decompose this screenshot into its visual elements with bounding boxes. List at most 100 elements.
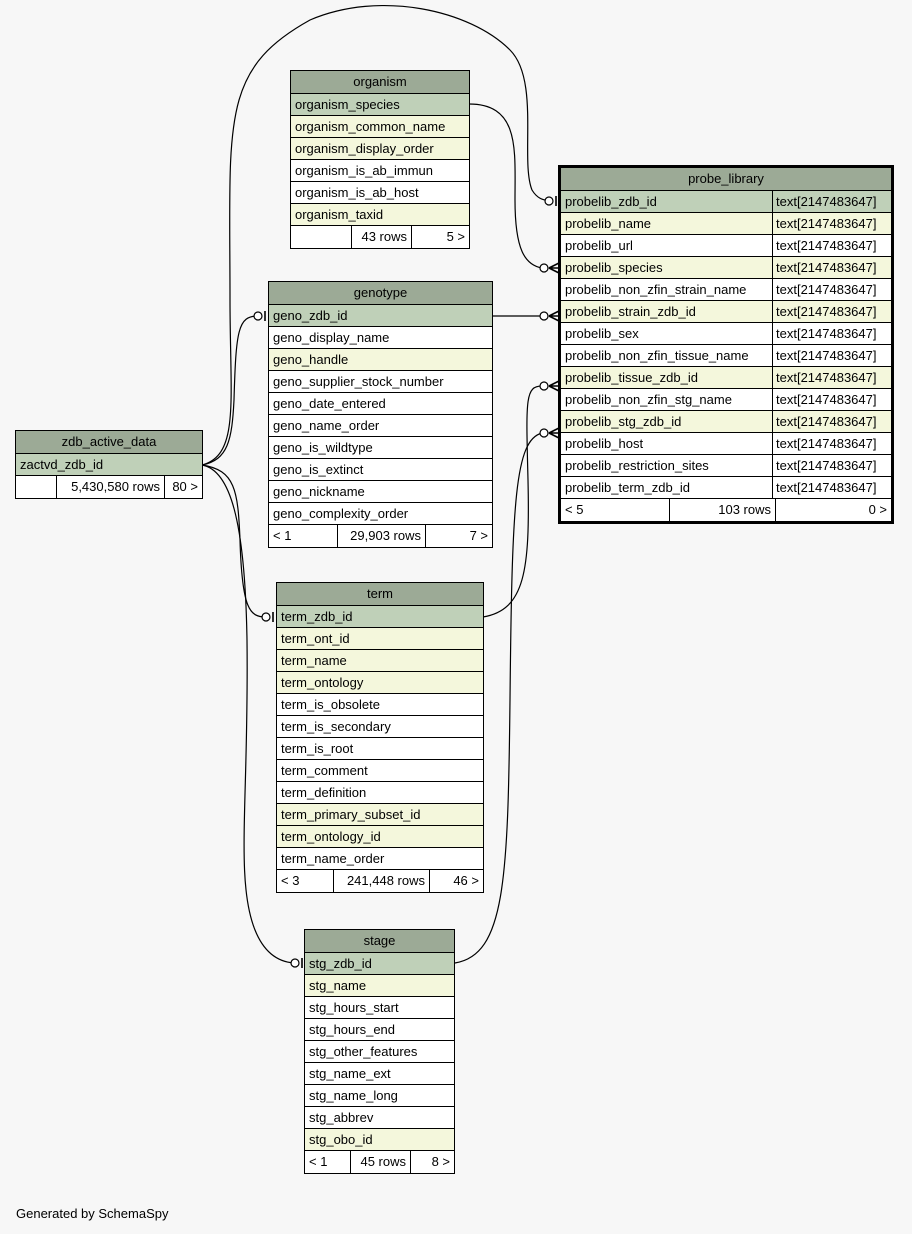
edge-stg-zdb-id-to-probelib-stg <box>454 432 543 964</box>
table-row[interactable]: organism_is_ab_immun <box>291 160 469 182</box>
table-row[interactable]: stg_obo_id <box>305 1129 454 1151</box>
table-row[interactable]: term_definition <box>277 782 483 804</box>
parents-count[interactable]: < 1 <box>273 528 292 543</box>
column-type: text[2147483647] <box>772 301 891 322</box>
column-type: text[2147483647] <box>772 323 891 344</box>
table-row[interactable]: term_ontology_id <box>277 826 483 848</box>
column-type: text[2147483647] <box>772 345 891 366</box>
table-row[interactable]: term_name <box>277 650 483 672</box>
column-name: organism_is_ab_immun <box>295 163 434 178</box>
table-row[interactable]: probelib_restriction_sites text[214748364… <box>561 455 891 477</box>
children-count[interactable]: 0 > <box>775 499 891 521</box>
table-row[interactable]: geno_complexity_order <box>269 503 492 525</box>
table-row[interactable]: geno_display_name <box>269 327 492 349</box>
children-count[interactable]: 5 > <box>411 226 469 248</box>
column-name: term_ontology <box>281 675 364 690</box>
table-row[interactable]: organism_taxid <box>291 204 469 226</box>
column-name: probelib_tissue_zdb_id <box>565 370 698 385</box>
table-row[interactable]: organism_display_order <box>291 138 469 160</box>
table-row[interactable]: term_is_root <box>277 738 483 760</box>
marker-crowfoot-probelib-stg <box>548 427 560 439</box>
children-count[interactable]: 46 > <box>429 870 483 892</box>
table-row[interactable]: geno_handle <box>269 349 492 371</box>
column-name: probelib_restriction_sites <box>565 458 709 473</box>
children-count[interactable]: 80 > <box>164 476 202 498</box>
table-row[interactable]: geno_is_wildtype <box>269 437 492 459</box>
parents-count[interactable]: < 5 <box>565 502 584 517</box>
parents-count[interactable] <box>16 476 56 498</box>
table-row[interactable]: geno_name_order <box>269 415 492 437</box>
table-title-term: term <box>277 583 483 606</box>
parents-count[interactable]: < 1 <box>309 1154 328 1169</box>
table-row[interactable]: geno_nickname <box>269 481 492 503</box>
table-row[interactable]: organism_species <box>291 94 469 116</box>
table-row[interactable]: term_zdb_id <box>277 606 483 628</box>
column-name: probelib_sex <box>565 326 639 341</box>
column-name: probelib_stg_zdb_id <box>565 414 682 429</box>
table-row[interactable]: term_is_secondary <box>277 716 483 738</box>
column-name: term_is_root <box>281 741 354 756</box>
parents-count[interactable]: < 3 <box>281 873 300 888</box>
table-row[interactable]: geno_date_entered <box>269 393 492 415</box>
column-name: geno_name_order <box>273 418 380 433</box>
table-row[interactable]: stg_other_features <box>305 1041 454 1063</box>
table-row[interactable]: geno_is_extinct <box>269 459 492 481</box>
table-row[interactable]: stg_name <box>305 975 454 997</box>
table-row[interactable]: stg_abbrev <box>305 1107 454 1129</box>
table-row[interactable]: geno_supplier_stock_number <box>269 371 492 393</box>
table-row[interactable]: organism_is_ab_host <box>291 182 469 204</box>
column-name: term_zdb_id <box>281 609 353 624</box>
table-row[interactable]: term_is_obsolete <box>277 694 483 716</box>
table-row[interactable]: term_ont_id <box>277 628 483 650</box>
column-name: stg_obo_id <box>309 1132 373 1147</box>
column-name: geno_is_extinct <box>273 462 364 477</box>
table-row[interactable]: stg_hours_start <box>305 997 454 1019</box>
column-type: text[2147483647] <box>772 455 891 476</box>
table-row[interactable]: term_comment <box>277 760 483 782</box>
table-row[interactable]: stg_name_long <box>305 1085 454 1107</box>
table-row[interactable]: zactvd_zdb_id <box>16 454 202 476</box>
table-row[interactable]: stg_zdb_id <box>305 953 454 975</box>
table-row[interactable]: term_name_order <box>277 848 483 870</box>
column-name: probelib_non_zfin_tissue_name <box>565 348 749 363</box>
column-type: text[2147483647] <box>772 279 891 300</box>
marker-circle-probelib-strain <box>539 311 549 321</box>
table-title-genotype: genotype <box>269 282 492 305</box>
column-type: text[2147483647] <box>772 411 891 432</box>
parents-count[interactable] <box>291 226 351 248</box>
marker-circle-probelib-zdb-id <box>544 196 554 206</box>
column-type: text[2147483647] <box>772 213 891 234</box>
column-name: zactvd_zdb_id <box>20 457 104 472</box>
table-row[interactable]: probelib_sex text[2147483647] <box>561 323 891 345</box>
table-row[interactable]: term_primary_subset_id <box>277 804 483 826</box>
table-title-probe-library: probe_library <box>561 168 891 191</box>
table-row[interactable]: term_ontology <box>277 672 483 694</box>
row-count: 29,903 rows <box>337 525 425 547</box>
children-count[interactable]: 8 > <box>410 1151 454 1173</box>
children-count[interactable]: 7 > <box>425 525 492 547</box>
table-row[interactable]: stg_name_ext <box>305 1063 454 1085</box>
table-row[interactable]: organism_common_name <box>291 116 469 138</box>
column-name: stg_name <box>309 978 367 993</box>
table-row[interactable]: geno_zdb_id <box>269 305 492 327</box>
table-row[interactable]: stg_hours_end <box>305 1019 454 1041</box>
table-row[interactable]: probelib_stg_zdb_id text[2147483647] <box>561 411 891 433</box>
edge-zdb-active-data-to-stg-zdb-id <box>201 464 295 964</box>
table-row[interactable]: probelib_non_zfin_tissue_name text[214748… <box>561 345 891 367</box>
